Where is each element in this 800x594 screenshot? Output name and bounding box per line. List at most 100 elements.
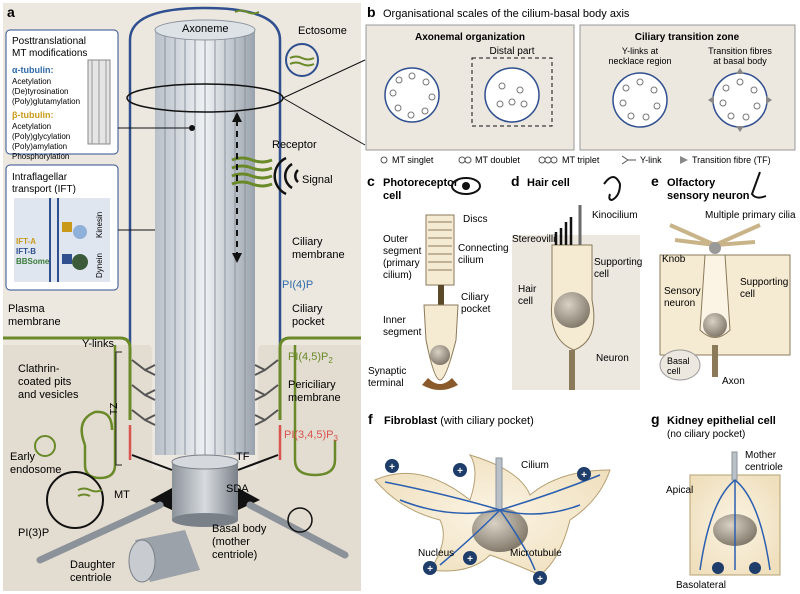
axon — [712, 345, 718, 377]
nose-icon — [750, 171, 767, 199]
alpha-item-2: (De)tyrosination — [12, 87, 68, 96]
inner-label-1: Inner — [383, 315, 406, 326]
pi3p-label: PI(3)P — [18, 527, 49, 539]
basal-cell-label-1: Basal — [667, 356, 690, 366]
kidney-cilium — [731, 451, 738, 481]
signal-icon — [273, 156, 299, 196]
beta-item-4: Phosphorylation — [12, 152, 69, 161]
plus-icon — [712, 562, 724, 574]
apical-label: Apical — [666, 485, 693, 496]
plus-end-markers: ++++++ — [385, 459, 591, 585]
panel-e-letter: e — [651, 173, 659, 189]
panel-f-title: Fibroblast (with ciliary pocket) — [384, 415, 534, 427]
ylinks-necklace-1: Y-links at — [622, 46, 659, 56]
inner-label-2: segment — [383, 327, 422, 338]
cross-sections — [384, 67, 768, 128]
outer-label-4: cilium) — [383, 270, 412, 281]
basolateral-label: Basolateral — [676, 580, 726, 591]
panel-d: d Hair cell Kinocilium Stereovilli Suppo… — [511, 173, 642, 390]
neuron-fiber — [569, 350, 575, 390]
mt-right — [246, 501, 349, 559]
ift-b-label: IFT-B — [16, 247, 36, 256]
panel-a-letter: a — [7, 4, 15, 20]
basal-cell-label-2: cell — [667, 366, 681, 376]
e-supporting-label-2: cell — [740, 289, 755, 300]
y-links — [131, 359, 279, 426]
hair-cell-label-1: Hair — [518, 284, 537, 295]
dynein-label: Dynein — [95, 253, 104, 278]
ear-icon — [603, 176, 622, 202]
y-links-label: Y-links — [82, 338, 114, 350]
connecting-label-2: cilium — [458, 255, 484, 266]
periciliary-label-1: Periciliary — [288, 379, 336, 391]
early-endosome-label-2: endosome — [10, 464, 61, 476]
cilium-label: Cilium — [521, 460, 549, 471]
ptm-pointer-dot — [189, 125, 195, 131]
plus-icon — [423, 561, 437, 575]
beta-item-2: (Poly)glycylation — [12, 132, 70, 141]
svg-text:+: + — [537, 574, 543, 585]
receptor — [231, 156, 273, 188]
cytoplasm — [3, 345, 361, 591]
axonemal-label: Axonemal organization — [415, 32, 525, 43]
daughter-centriole — [128, 530, 200, 583]
eye-icon — [451, 177, 481, 195]
mt-left — [36, 501, 164, 564]
panel-g-subtitle: (no ciliary pocket) — [667, 429, 745, 440]
bbsome-label: BBSome — [16, 257, 50, 266]
e-supporting-label-1: Supporting — [740, 277, 788, 288]
ift-a-particle — [62, 222, 72, 232]
periciliary-label-2: membrane — [288, 392, 341, 404]
alpha-item-3: (Poly)glutamylation — [12, 97, 80, 106]
mother-label-1: Mother — [745, 450, 777, 461]
panel-d-title: Hair cell — [527, 177, 570, 189]
sda-left — [150, 488, 172, 510]
panel-b-title: Organisational scales of the cilium-basa… — [383, 8, 630, 20]
axoneme-microtubules — [164, 30, 246, 455]
mt-doublet-icon — [458, 156, 472, 164]
synaptic-terminal — [422, 378, 458, 390]
knob — [709, 242, 721, 254]
early-endosome-label-1: Early — [10, 451, 36, 463]
outer-label-3: (primary — [383, 258, 420, 269]
plus-icon — [463, 551, 477, 565]
pi4p-label: PI(4)P — [282, 279, 313, 291]
zoom-line-top — [282, 59, 366, 99]
mother-label-2: centriole — [745, 462, 783, 473]
svg-text:+: + — [467, 554, 473, 565]
basal-body-top — [171, 454, 239, 470]
mt-triplet-icon — [538, 156, 558, 164]
clathrin-pit — [80, 410, 114, 446]
ift-title-2: transport (IFT) — [12, 184, 76, 195]
tz-label: TZ — [109, 403, 120, 415]
legend-singlet: MT singlet — [392, 155, 434, 165]
ift-box: Intraflagellar transport (IFT) Kinesin D… — [5, 164, 119, 291]
panel-b: b Organisational scales of the cilium-ba… — [365, 4, 796, 165]
outer-label-2: segment — [383, 246, 422, 257]
arrow-down-icon — [232, 253, 242, 263]
tz-bracket — [115, 351, 122, 466]
neuron-label: Neuron — [596, 353, 629, 364]
outer-label-1: Outer — [383, 234, 409, 245]
zoom-line-bottom — [282, 97, 366, 146]
plasma-membrane-left — [3, 336, 132, 420]
ptm-box: Posttranslational MT modifications α-tub… — [5, 29, 119, 161]
periciliary-membrane-right — [293, 345, 337, 477]
legend-doublet: MT doublet — [475, 155, 520, 165]
ciliary-membrane — [128, 6, 282, 345]
sensory-label-1: Sensory — [664, 286, 701, 297]
ift-title-1: Intraflagellar — [12, 172, 68, 183]
pi45p2-label: PI(4,5)P2 — [288, 351, 333, 365]
axoneme-tip — [154, 19, 256, 41]
hair-cell-nucleus — [554, 292, 590, 328]
vesicle — [34, 435, 56, 457]
alpha-tubulin-head: α-tubulin: — [12, 65, 54, 75]
fibroblast-nucleus — [472, 508, 528, 552]
ciliary-membrane-label-1: Ciliary — [292, 236, 323, 248]
plasma-membrane-right — [278, 336, 361, 420]
distal-box — [471, 57, 553, 127]
plasma-membrane-label-2: membrane — [8, 316, 61, 328]
basal-body-label-1: Basal body — [212, 523, 267, 535]
beta-tubulin-head: β-tubulin: — [12, 110, 53, 120]
legend-triplet: MT triplet — [562, 155, 600, 165]
